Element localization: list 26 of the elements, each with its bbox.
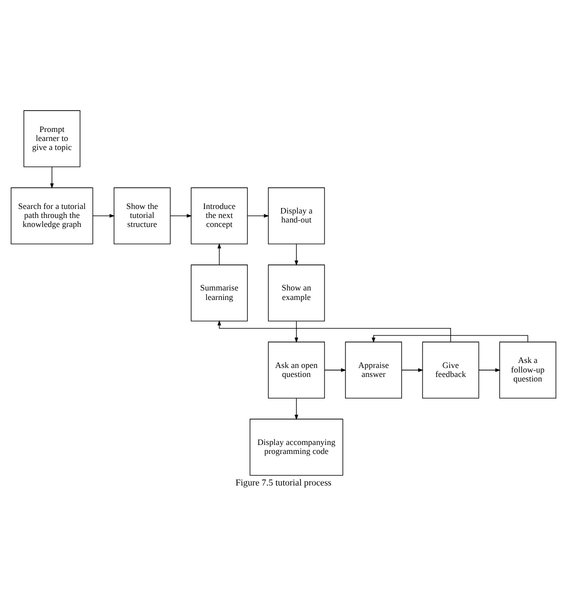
arrow xyxy=(324,368,346,372)
arrow xyxy=(170,214,192,218)
arrow xyxy=(50,166,54,189)
node-box: Give feedback xyxy=(422,342,480,399)
node-box: Ask a follow-up question xyxy=(499,342,556,399)
node-box: Show the tutorial structure xyxy=(114,187,171,244)
arrow xyxy=(478,368,501,372)
arrow xyxy=(294,398,298,420)
arrow xyxy=(217,243,222,266)
caption: Figure 7.5 tutorial process xyxy=(236,477,332,488)
node-box: Prompt learner to give a topic xyxy=(24,110,80,168)
arrow xyxy=(372,335,528,343)
node-box: Introduce the next concept xyxy=(190,187,248,244)
arrow xyxy=(294,320,298,343)
node-box: Display accompanying programming code xyxy=(250,418,344,476)
node-box: Display a hand-out xyxy=(268,187,325,244)
node-box: Show an example xyxy=(268,264,325,322)
arrow xyxy=(247,214,270,218)
arrow xyxy=(92,214,115,218)
node-box: Search for a tutorial path through the knowledge graph xyxy=(10,187,94,244)
node-box: Appraise answer xyxy=(345,342,402,399)
arrow xyxy=(217,320,451,342)
arrow xyxy=(402,368,424,372)
node-box: Summarise learning xyxy=(190,264,248,322)
arrow xyxy=(294,244,298,266)
node-box: Ask an open question xyxy=(268,342,325,399)
